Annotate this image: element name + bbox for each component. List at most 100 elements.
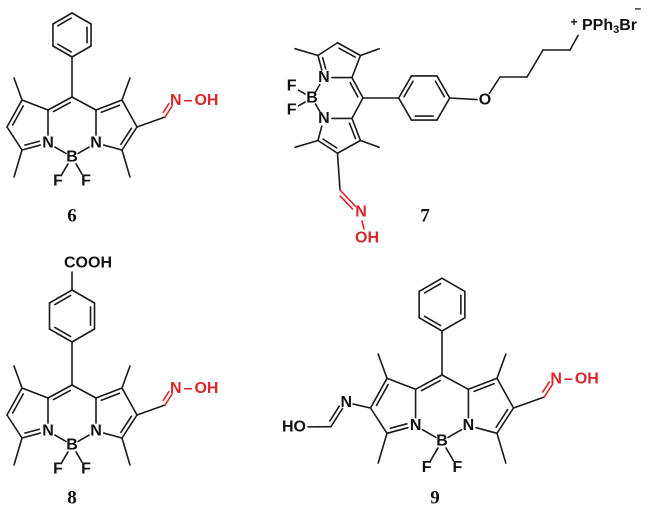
bond [52, 45, 73, 58]
bond [447, 428, 463, 439]
cation-charge: + [570, 15, 577, 29]
bond [24, 428, 41, 434]
oxime-hydroxyl: OH [575, 370, 599, 387]
bond [386, 426, 409, 435]
bond [71, 328, 96, 343]
bond [54, 146, 67, 155]
oxime-nitrogen: N [550, 370, 562, 387]
fluorine-atom-label: F [81, 461, 91, 478]
bond [71, 96, 97, 111]
bond [314, 103, 321, 113]
bond [496, 353, 507, 380]
bond [403, 80, 414, 98]
bond [95, 387, 123, 399]
bond [541, 381, 551, 393]
bond [57, 17, 72, 27]
compound-number-6: 6 [67, 206, 77, 227]
bond [359, 47, 380, 57]
bond [377, 432, 388, 464]
bond [526, 49, 544, 78]
bond [52, 101, 72, 113]
bond [121, 126, 138, 151]
bond [349, 81, 359, 98]
bond [162, 390, 170, 402]
bond [164, 393, 173, 406]
bond [11, 393, 25, 414]
bond [121, 99, 138, 128]
bond [71, 45, 92, 58]
nitrogen-atom-label: N [318, 69, 330, 86]
triphenylphosphonium-label: PPh3Br [582, 17, 637, 37]
bond [418, 316, 443, 332]
fluorine-atom-label: F [53, 173, 63, 190]
oxime-bond-dash: – [564, 370, 573, 387]
bond [336, 152, 341, 191]
bond [467, 377, 498, 391]
bond [475, 426, 498, 435]
bond [77, 146, 90, 155]
bond [569, 34, 579, 51]
bond [13, 77, 23, 101]
nitrogen-atom-label: N [463, 417, 475, 434]
bond [54, 326, 72, 338]
bond [473, 382, 495, 393]
oxime-nitrogen-label: N [355, 204, 367, 221]
bond [429, 447, 439, 462]
bond [121, 149, 131, 178]
bromide-text: Br [619, 17, 637, 34]
bond [496, 407, 515, 435]
bond [57, 43, 72, 53]
phosphonium-text: PPh [582, 17, 613, 34]
bond [24, 140, 41, 146]
bond [52, 12, 73, 25]
bond [418, 277, 443, 293]
compound-number-9: 9 [430, 488, 440, 509]
bond [21, 387, 49, 399]
boron-atom-label: B [436, 433, 448, 450]
bond [314, 83, 321, 93]
bond [423, 315, 442, 327]
oxime-group-label: N–OH [550, 370, 598, 387]
bond [389, 423, 408, 430]
bond [136, 116, 166, 128]
bond [317, 125, 323, 142]
bond [102, 432, 123, 439]
bond [329, 405, 340, 422]
bond [330, 407, 344, 428]
boron-atom-label: B [66, 149, 78, 166]
bond [100, 392, 121, 402]
bond [21, 144, 42, 151]
bond [512, 396, 546, 409]
bond [348, 122, 357, 140]
nitrogen-atom-label: N [318, 110, 330, 127]
nitrogen-atom-label: N [90, 135, 102, 152]
bond [377, 353, 388, 380]
oxime-bond-dash: – [184, 92, 193, 109]
carboxylic-acid-label: COOH [64, 255, 112, 272]
bond [488, 76, 501, 95]
compound-number-7: 7 [420, 206, 430, 227]
bond [121, 77, 131, 101]
ether-oxygen-label: O [479, 92, 491, 109]
bond [351, 54, 362, 79]
bond [359, 139, 380, 149]
bond [71, 12, 92, 25]
bond [351, 117, 362, 142]
bond [102, 144, 123, 151]
bond [120, 415, 133, 434]
bond [71, 289, 96, 304]
bond [339, 189, 357, 208]
compound-number-8: 8 [67, 488, 77, 509]
bond [543, 383, 554, 398]
anion-charge: – [635, 1, 642, 15]
bond [120, 127, 133, 146]
bond [297, 89, 306, 95]
bond [164, 105, 173, 118]
bond [294, 47, 319, 57]
bond [294, 139, 319, 149]
bond [336, 139, 362, 155]
